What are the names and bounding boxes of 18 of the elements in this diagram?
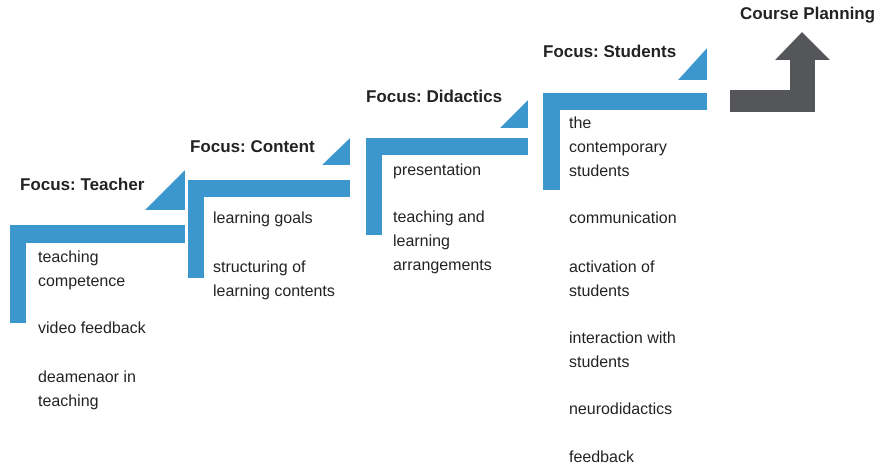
step-item: teaching and learning arrangements <box>393 208 493 276</box>
step-heading: Focus: Teacher <box>20 174 144 196</box>
step-item: video feedback <box>38 319 147 339</box>
step-item: teaching competence <box>38 248 126 292</box>
step-heading: Focus: Students <box>543 41 676 63</box>
step-item: presentation <box>393 161 482 181</box>
step-item: the contemporary students <box>569 114 668 182</box>
step-heading: Focus: Content <box>190 136 315 158</box>
step-item: neurodidactics <box>569 400 674 420</box>
step-item: feedback <box>569 448 635 468</box>
step-item: communication <box>569 209 678 229</box>
step-item: deamenaor in teaching <box>38 368 137 412</box>
step-item: structuring of learning contents <box>213 258 336 302</box>
step-item: activation of students <box>569 258 656 302</box>
step-heading: Focus: Didactics <box>366 86 502 108</box>
step-heading: Course Planning <box>740 3 876 25</box>
step-item: interaction with students <box>569 329 677 373</box>
step-item: learning goals <box>213 209 314 229</box>
